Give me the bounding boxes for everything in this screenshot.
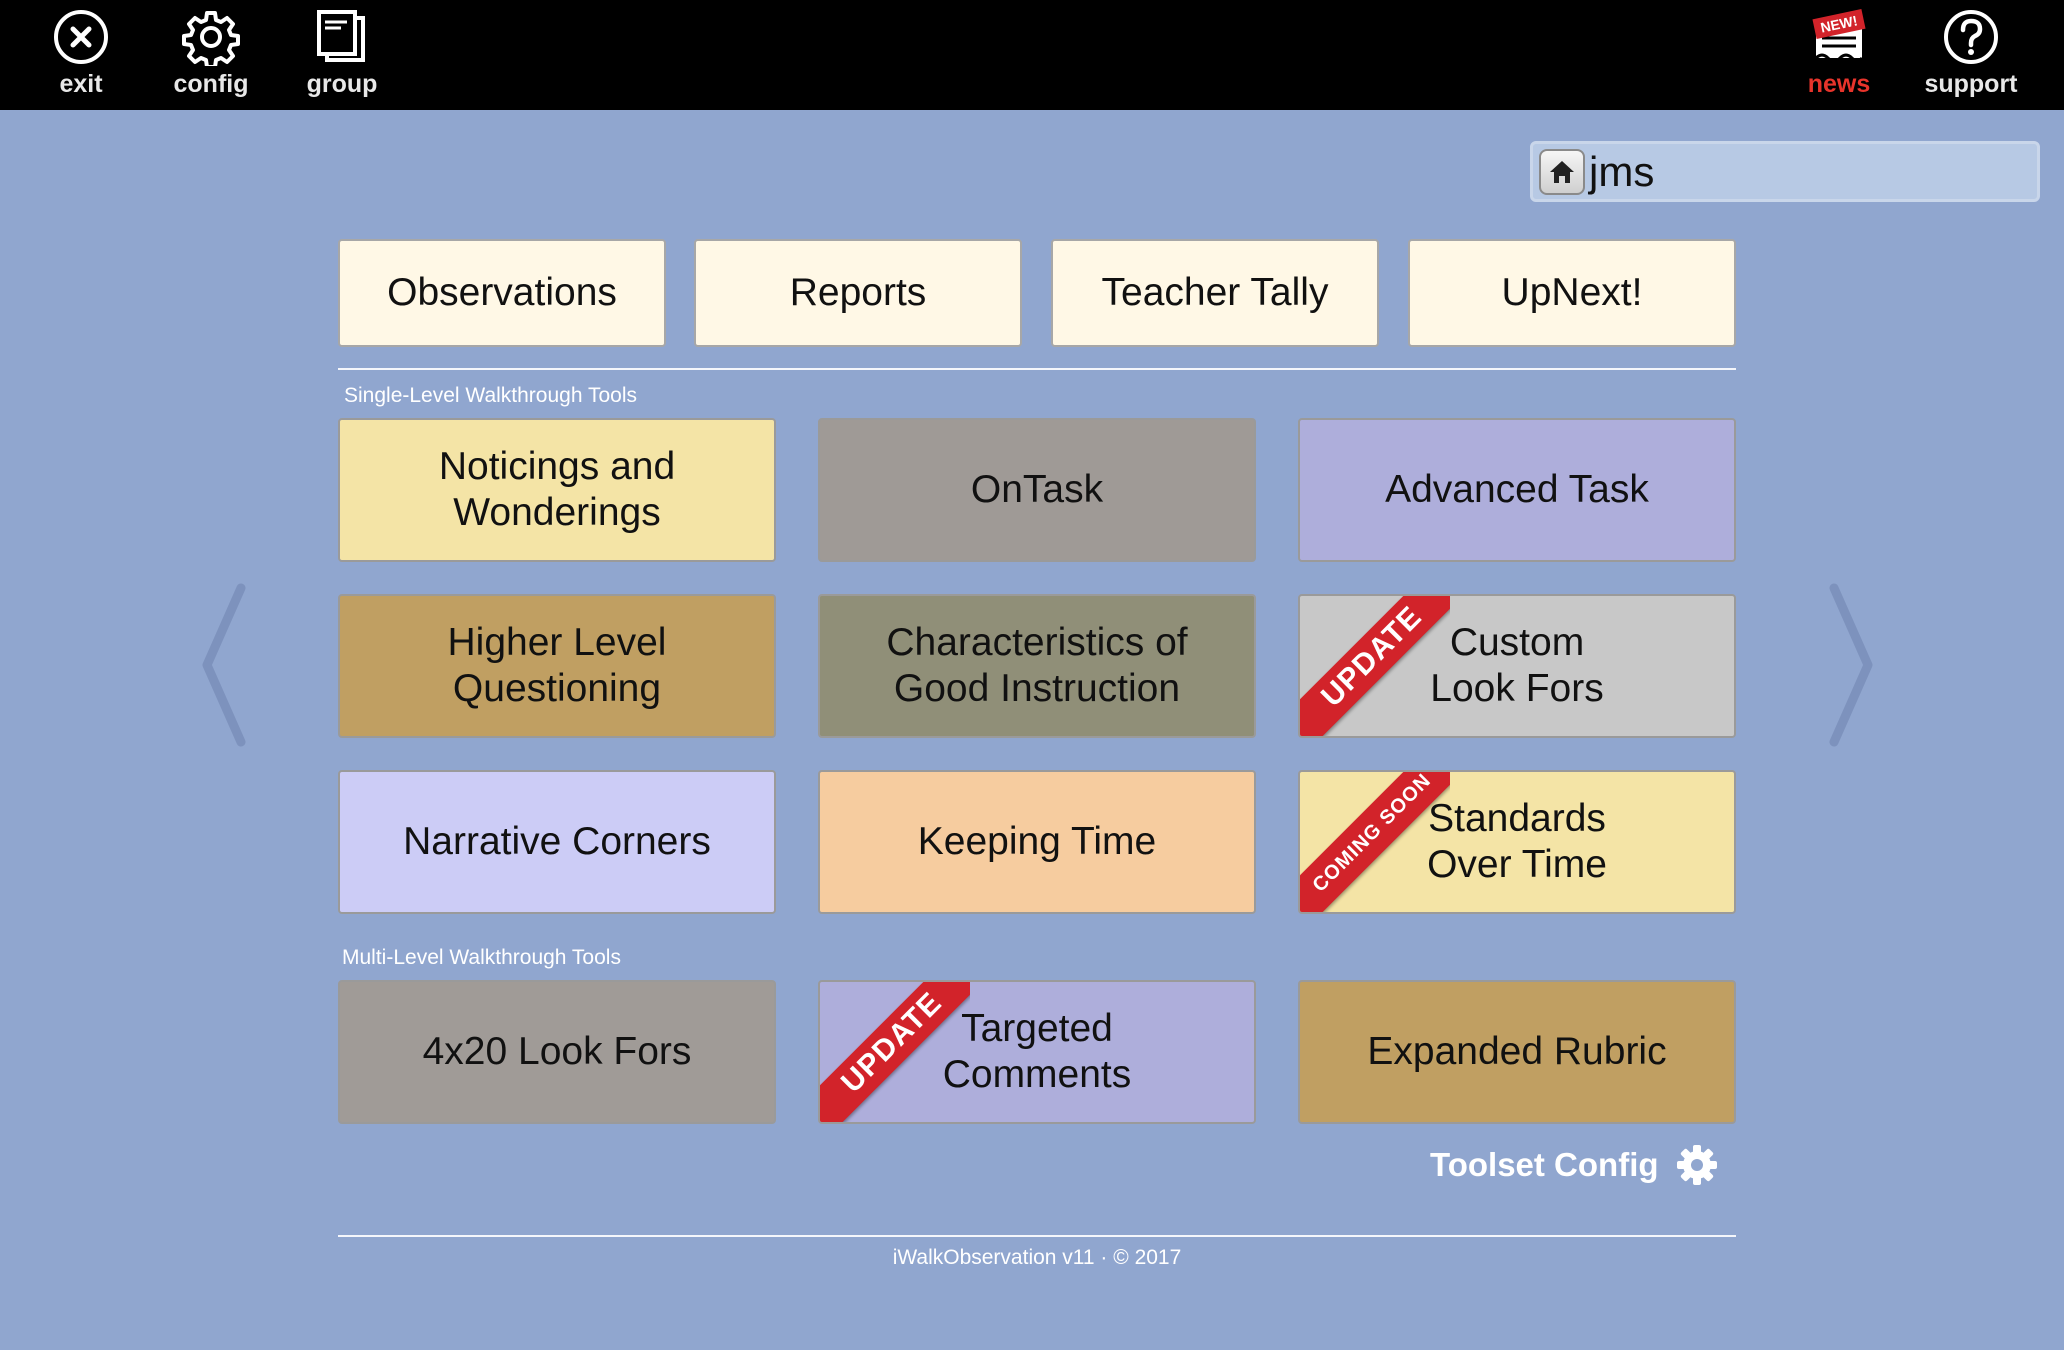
tile-label: Higher Level Questioning	[447, 621, 667, 710]
divider-top	[338, 368, 1736, 370]
news-button[interactable]: NEW! news	[1784, 8, 1894, 103]
tile-label: Standards Over Time	[1427, 797, 1607, 886]
toolset-config-label: Toolset Config	[1430, 1146, 1659, 1183]
tile-label: Noticings and Wonderings	[438, 445, 676, 534]
news-badge: NEW!	[1819, 12, 1859, 35]
tile-label: 4x20 Look Fors	[422, 1030, 692, 1073]
gear-icon	[182, 11, 240, 66]
tile-label: Keeping Time	[917, 820, 1157, 863]
support-button[interactable]: support	[1916, 8, 2026, 103]
tile-label: Narrative Corners	[403, 820, 711, 863]
exit-button[interactable]: exit	[26, 8, 136, 103]
tile-label: Expanded Rubric	[1367, 1030, 1667, 1073]
config-button[interactable]: config	[156, 8, 266, 103]
previous-page-arrow[interactable]	[195, 580, 255, 750]
multi-level-label: Multi-Level Walkthrough Tools	[342, 946, 621, 969]
config-label: config	[173, 70, 249, 98]
next-page-arrow[interactable]	[1820, 580, 1880, 750]
exit-icon	[54, 10, 108, 64]
tile-higher-level-questioning[interactable]: Higher Level Questioning	[338, 594, 776, 738]
tile-narrative-corners[interactable]: Narrative Corners	[338, 770, 776, 914]
tile-label: Targeted Comments	[942, 1007, 1132, 1096]
home-button[interactable]	[1539, 148, 1585, 195]
news-label: news	[1807, 70, 1871, 98]
exit-label: exit	[59, 70, 103, 98]
upnext-button[interactable]: UpNext!	[1408, 239, 1736, 347]
tile-advanced-task[interactable]: Advanced Task	[1298, 418, 1736, 562]
teacher-tally-button[interactable]: Teacher Tally	[1051, 239, 1379, 347]
divider-bottom	[338, 1235, 1736, 1237]
newspaper-icon: NEW!	[1812, 9, 1866, 63]
school-selector[interactable]: jms	[1530, 141, 2040, 202]
pages-icon	[317, 10, 365, 62]
home-icon	[1550, 160, 1574, 183]
gear-icon	[1676, 1145, 1717, 1185]
tile-noticings-wonderings[interactable]: Noticings and Wonderings	[338, 418, 776, 562]
school-name: jms	[1589, 147, 1655, 195]
tile-keeping-time[interactable]: Keeping Time	[818, 770, 1256, 914]
tile-label: OnTask	[970, 468, 1104, 511]
tile-expanded-rubric[interactable]: Expanded Rubric	[1298, 980, 1736, 1124]
group-label: group	[306, 70, 378, 98]
group-button[interactable]: group	[287, 8, 397, 103]
footer-version: iWalkObservation v11 · © 2017	[892, 1246, 1182, 1269]
reports-button[interactable]: Reports	[694, 239, 1022, 347]
toolset-config-button[interactable]: Toolset Config	[1430, 1143, 1719, 1187]
single-level-label: Single-Level Walkthrough Tools	[344, 384, 637, 407]
tile-label: Advanced Task	[1385, 468, 1649, 511]
support-label: support	[1924, 70, 2018, 98]
tile-ontask[interactable]: OnTask	[818, 418, 1256, 562]
corner-ribbon: UPDATE	[1300, 596, 1450, 736]
ribbon-label: UPDATE	[1300, 596, 1450, 736]
observations-button[interactable]: Observations	[338, 239, 666, 347]
top-toolbar: exit config group NEW! news	[0, 0, 2064, 110]
tile-characteristics-good-instruction[interactable]: Characteristics of Good Instruction	[818, 594, 1256, 738]
tile-label: Characteristics of Good Instruction	[886, 621, 1188, 710]
help-icon	[1944, 10, 1998, 64]
tile-label: Custom Look Fors	[1430, 621, 1604, 710]
tile-4x20-look-fors[interactable]: 4x20 Look Fors	[338, 980, 776, 1124]
